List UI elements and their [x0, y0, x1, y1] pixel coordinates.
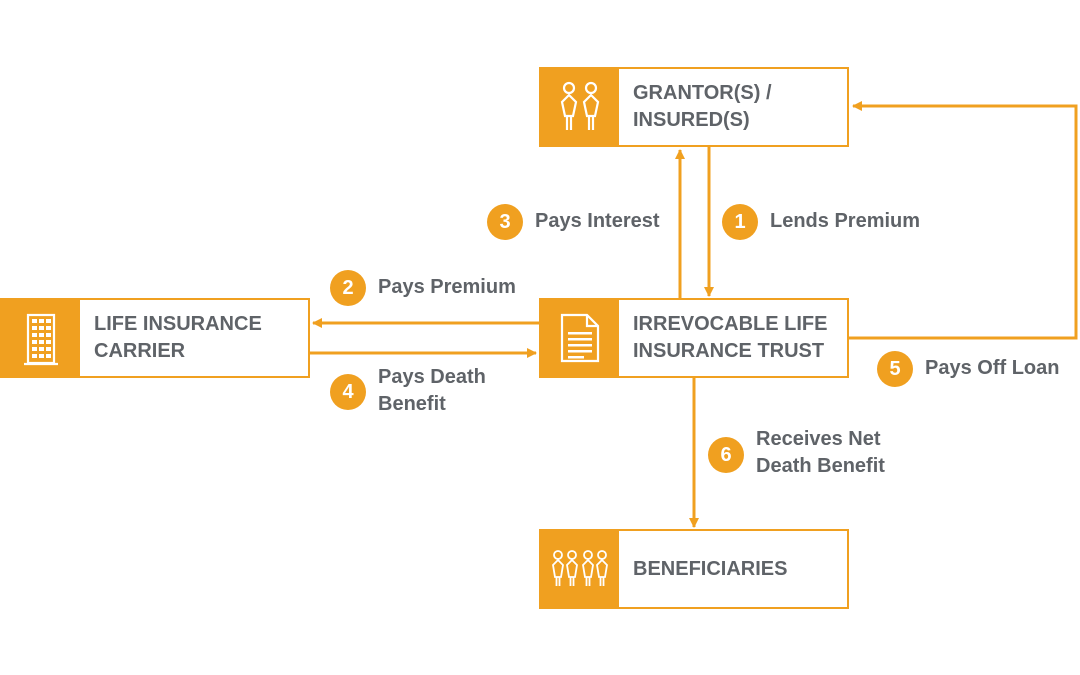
step-text: Pays Premium	[378, 276, 516, 298]
step-text: Pays Off Loan	[925, 357, 1060, 379]
carrier-label: LIFE INSURANCE CARRIER	[94, 313, 262, 362]
step-number: 6	[708, 437, 744, 473]
step-number: 3	[487, 204, 523, 240]
grantor-label: GRANTOR(S) / INSURED(S)	[633, 82, 772, 131]
step-text: Pays Interest	[535, 210, 660, 232]
step-text: Pays Death Benefit	[378, 366, 486, 415]
step-5: 5 Pays Off Loan	[877, 351, 1059, 387]
step-6: 6 Receives Net Death Benefit	[708, 428, 885, 480]
beneficiaries-node: BENEFICIARIES	[539, 529, 849, 609]
step-3: 3 Pays Interest	[487, 204, 660, 240]
trust-node: IRREVOCABLE LIFE INSURANCE TRUST	[539, 298, 849, 378]
step-text: Lends Premium	[770, 210, 921, 232]
carrier-node: LIFE INSURANCE CARRIER	[0, 298, 310, 378]
arrow-pays-off-loan	[849, 101, 1078, 340]
step-1: 1 Lends Premium	[722, 204, 920, 240]
trust-label: IRREVOCABLE LIFE INSURANCE TRUST	[633, 313, 828, 362]
document-icon	[541, 300, 619, 376]
step-number: 5	[877, 351, 913, 387]
building-icon	[2, 300, 80, 376]
couple-icon	[541, 69, 619, 145]
step-4: 4 Pays Death Benefit	[330, 366, 486, 418]
step-number: 4	[330, 374, 366, 410]
beneficiaries-label: BENEFICIARIES	[633, 557, 788, 580]
step-text: Receives Net Death Benefit	[756, 428, 885, 477]
grantor-node: GRANTOR(S) / INSURED(S)	[539, 67, 849, 147]
step-2: 2 Pays Premium	[330, 270, 516, 306]
group-icon	[541, 531, 619, 607]
step-number: 1	[722, 204, 758, 240]
step-number: 2	[330, 270, 366, 306]
